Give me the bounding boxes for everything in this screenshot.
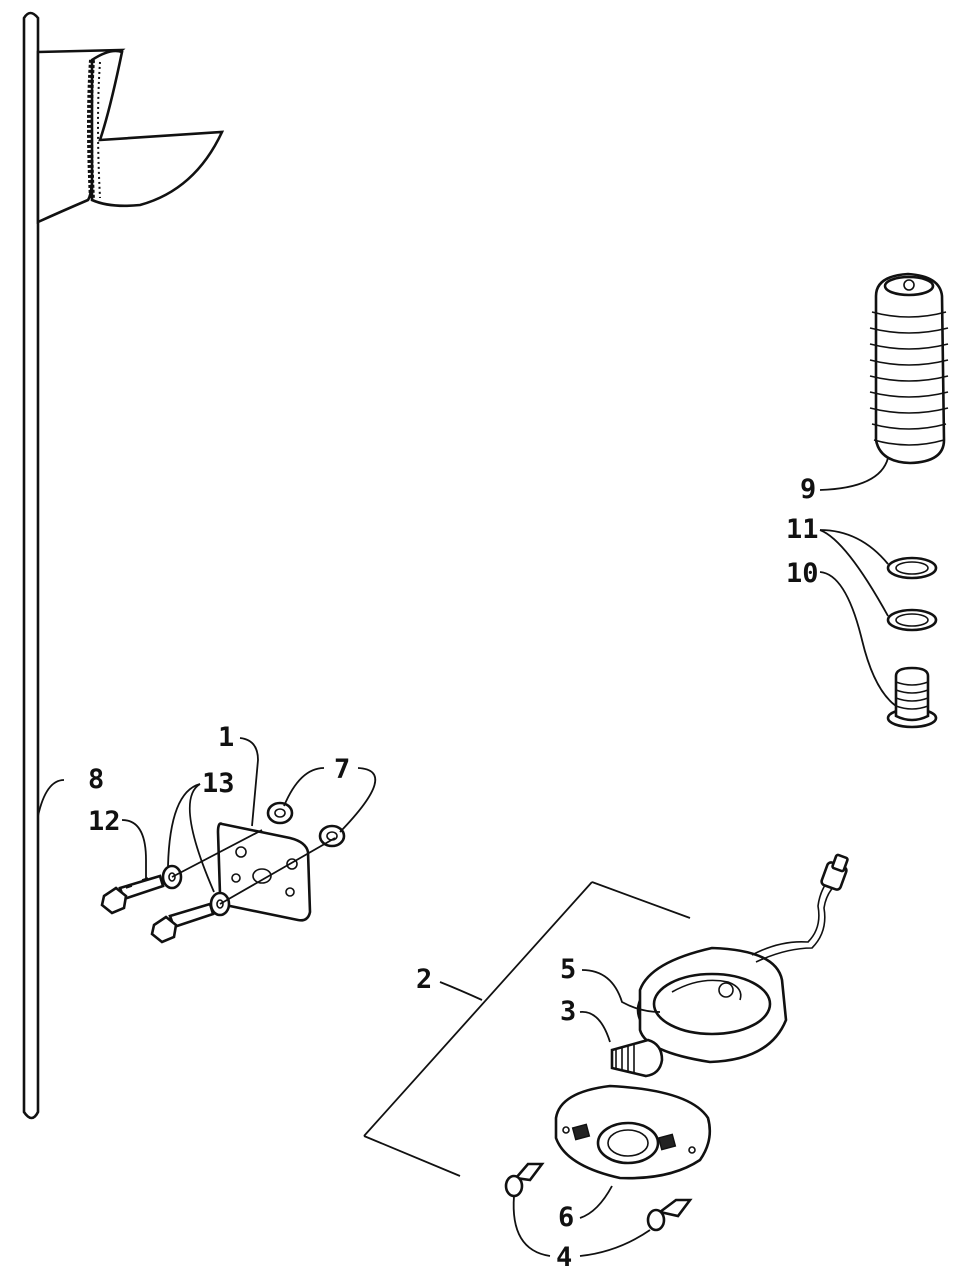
callout-5: 5 [560, 954, 576, 985]
cap-screw [100, 874, 215, 944]
callout-8: 8 [88, 764, 104, 795]
callout-2: 2 [416, 964, 432, 995]
callout-7: 7 [334, 754, 350, 785]
light-housing [636, 853, 849, 1064]
leader-lines [37, 457, 897, 1257]
callout-11: 11 [786, 514, 819, 545]
mounting-plate [216, 822, 312, 922]
callout-9: 9 [800, 474, 816, 505]
callout-1: 1 [218, 722, 234, 753]
callout-10: 10 [786, 558, 819, 589]
callout-labels: 1 2 3 4 5 6 7 8 9 10 11 12 13 [88, 474, 819, 1273]
callout-4: 4 [556, 1242, 572, 1273]
lock-nut [266, 801, 346, 848]
flag [36, 48, 225, 225]
spring-washer [886, 556, 938, 632]
taillight-assembly [363, 881, 691, 1177]
spring [886, 666, 938, 729]
bulb [610, 1038, 664, 1078]
whip-pole [22, 11, 40, 1120]
callout-13: 13 [202, 768, 235, 799]
rubber-boot [869, 272, 949, 465]
callout-12: 12 [88, 806, 121, 837]
callout-3: 3 [560, 996, 576, 1027]
lens [554, 1084, 712, 1180]
callout-6: 6 [558, 1202, 574, 1233]
